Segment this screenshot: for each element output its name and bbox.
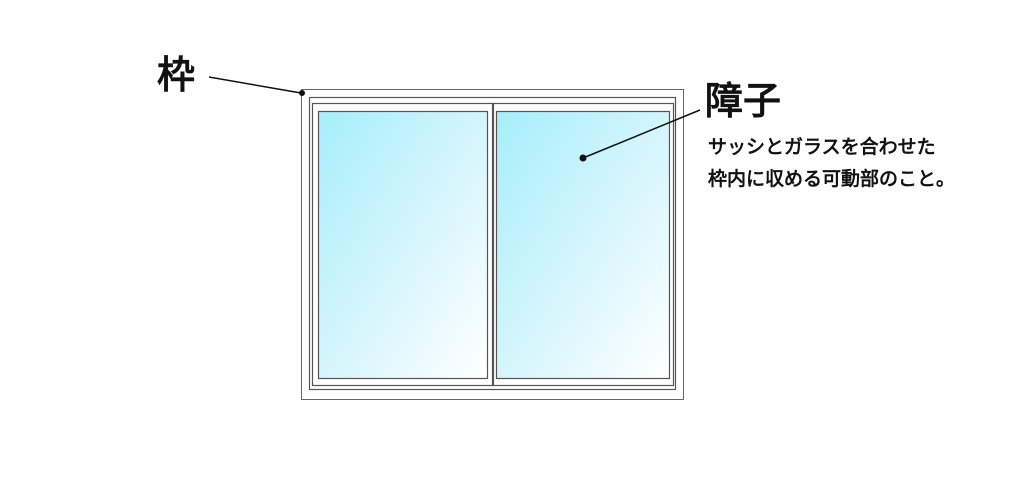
frame-leader-line: [208, 76, 302, 94]
sash-description: サッシとガラスを合わせた 枠内に収める可動部のこと。: [708, 131, 955, 195]
frame-leader-dot: [299, 90, 305, 96]
left-glass-pane: [317, 110, 489, 380]
sash-description-line-2: 枠内に収める可動部のこと。: [708, 168, 956, 190]
sash-description-line-1: サッシとガラスを合わせた: [708, 136, 936, 158]
sash-label: 障子: [705, 79, 782, 123]
right-glass-pane: [495, 110, 671, 380]
sash-leader-line: [582, 109, 701, 159]
frame-label: 枠: [157, 53, 196, 97]
sash-leader-dot: [579, 154, 587, 162]
